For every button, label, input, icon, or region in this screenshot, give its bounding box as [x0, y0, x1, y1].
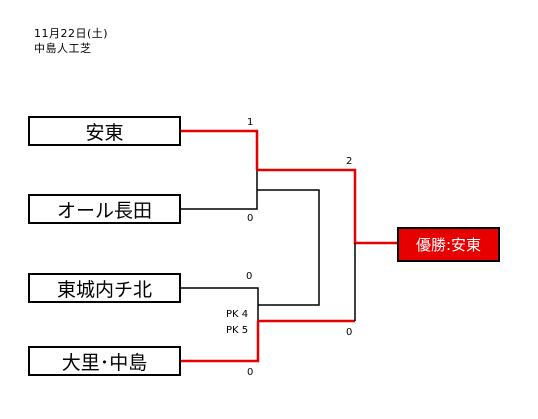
score-semi2-top: 0 [246, 271, 253, 282]
score-final-bottom: 0 [346, 327, 353, 338]
score-semi2-pk-top: PK 4 [226, 309, 249, 320]
score-semi1-top: 1 [247, 117, 254, 128]
match-date: 11月22日(土) [34, 27, 109, 40]
team-box-4: 大里･中島 [28, 346, 181, 376]
match-venue: 中島人工芝 [34, 42, 92, 55]
line-final-top-win [257, 168, 397, 245]
score-semi2-pk-bottom: PK 5 [226, 325, 249, 336]
score-final-top: 2 [346, 156, 353, 167]
score-semi2-bottom: 0 [247, 367, 254, 378]
champion-box: 優勝:安東 [397, 227, 500, 262]
team-box-3: 東城内チ北 [28, 273, 181, 303]
score-semi1-bottom: 0 [247, 213, 254, 224]
line-team4-win [181, 321, 260, 363]
team-box-2: オール長田 [28, 194, 181, 224]
line-team2 [181, 170, 258, 210]
line-semi1-out [257, 189, 320, 306]
line-team1-win [181, 129, 259, 170]
team-box-1: 安東 [28, 116, 181, 146]
line-team3 [181, 287, 259, 321]
